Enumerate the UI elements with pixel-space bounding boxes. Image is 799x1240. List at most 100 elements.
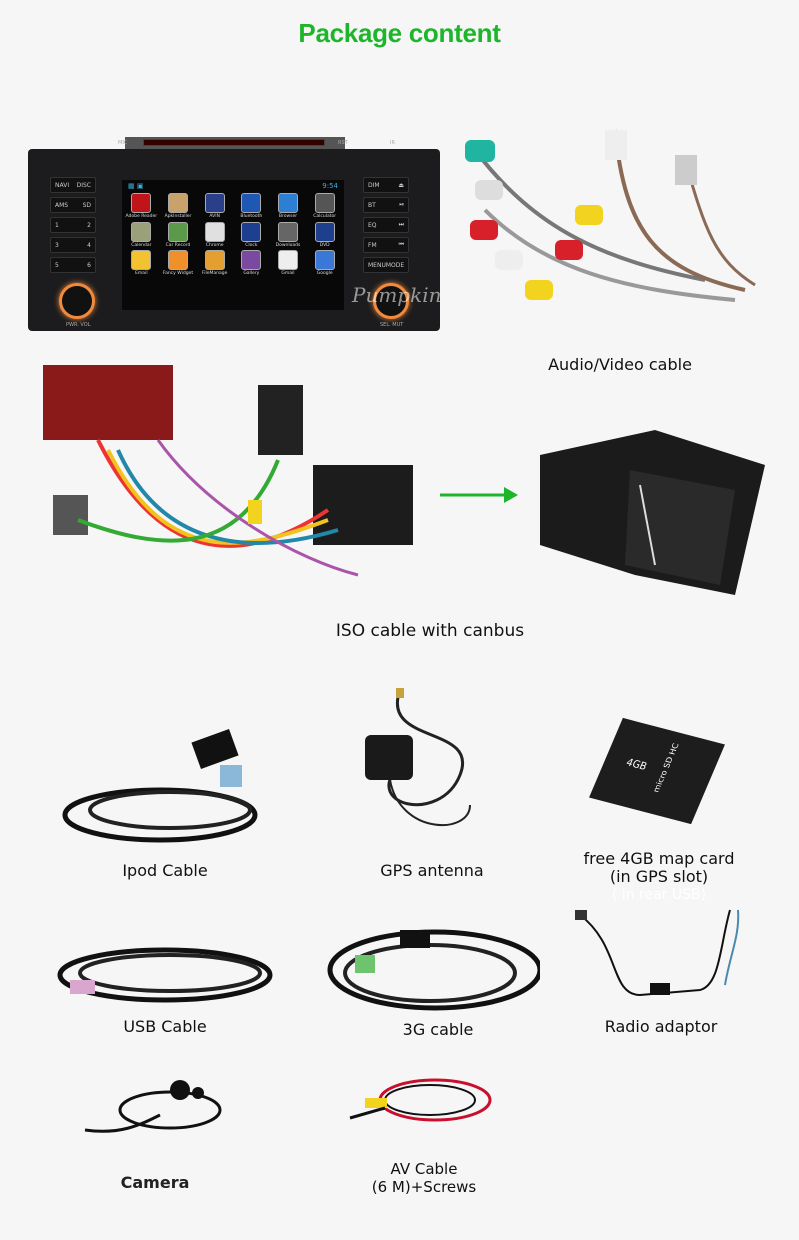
app-calculator[interactable]: Calculator <box>307 193 342 220</box>
button-label: SD <box>82 201 91 209</box>
av-cable-image <box>465 129 756 302</box>
mic-label: MIC <box>118 140 128 146</box>
app-label: Adobe Reader <box>125 214 158 219</box>
calendar-icon <box>131 221 152 242</box>
button-label: EQ <box>368 221 377 229</box>
ipod-cable-label: Ipod Cable <box>122 861 208 880</box>
pwr-label: PWR. VOL <box>66 322 91 328</box>
apps-grid-icon: ▦ ▣ <box>128 182 144 190</box>
app-avin[interactable]: AVIN <box>197 193 232 220</box>
app-calendar[interactable]: Calendar <box>124 221 159 249</box>
email-icon <box>131 250 152 270</box>
right-button-row-0[interactable]: DIM ⏏ <box>363 177 409 193</box>
button-label: 4 <box>87 241 91 249</box>
app-label: Gmail <box>281 271 295 276</box>
app-gallery[interactable]: Gallery <box>234 250 269 277</box>
app-adobe-reader[interactable]: Adobe Reader <box>124 193 159 220</box>
button-label: ⏯ <box>399 201 404 208</box>
chrome-icon <box>204 221 225 242</box>
usb-cable-label: USB Cable <box>123 1017 207 1036</box>
av-cable-6m-line1: AV Cable <box>390 1160 458 1178</box>
bluetooth-icon <box>241 193 262 213</box>
app-label: Browser <box>278 214 298 219</box>
button-label: ⏏ <box>398 181 404 189</box>
3g-cable-label: 3G cable <box>402 1020 474 1039</box>
power-volume-knob[interactable] <box>59 283 95 319</box>
dvd-icon <box>314 221 335 242</box>
radio-adaptor-image <box>575 909 740 997</box>
button-label: MODE <box>385 261 405 269</box>
av-cable-6m-label: AV Cable (6 M)+Screws <box>372 1160 476 1196</box>
app-bluetooth[interactable]: Bluetooth <box>234 193 269 220</box>
button-label: 1 <box>55 221 59 229</box>
downloads-icon <box>277 221 298 242</box>
google-icon <box>314 250 335 270</box>
button-label: ⏭ <box>398 221 404 228</box>
app-label: AVIN <box>209 214 220 219</box>
app-chrome[interactable]: Chrome <box>197 221 232 249</box>
app-google[interactable]: Google <box>307 250 342 277</box>
app-apkinstaller[interactable]: ApkInstaller <box>161 193 196 220</box>
ipod-cable-image <box>62 729 258 843</box>
app-downloads[interactable]: Downloads <box>271 221 306 249</box>
button-label: ⏮ <box>398 241 404 248</box>
button-label: 6 <box>87 261 91 269</box>
disc-slot <box>143 139 325 146</box>
iso-connector-image <box>540 430 765 595</box>
radio-adaptor-label: Radio adaptor <box>604 1017 718 1036</box>
left-button-row-1[interactable]: AMS SD <box>50 197 96 213</box>
adobe-reader-icon <box>131 193 152 213</box>
iso-cable-label: ISO cable with canbus <box>335 621 525 641</box>
button-label: MENU <box>368 261 386 269</box>
button-label: AMS <box>55 201 69 209</box>
select-mute-knob[interactable] <box>373 283 409 319</box>
app-car-record[interactable]: Car Record <box>161 221 196 249</box>
avin-icon <box>204 193 225 213</box>
app-label: Gallery <box>243 271 260 276</box>
button-label: DIM <box>368 181 380 189</box>
map-card-line1: free 4GB map card <box>583 849 735 868</box>
app-label: ApkInstaller <box>164 214 192 219</box>
right-button-row-3[interactable]: FM ⏮ <box>363 237 409 253</box>
app-clock[interactable]: Clock <box>234 221 269 249</box>
button-label: FM <box>368 241 377 249</box>
app-label: Email <box>135 271 148 276</box>
app-fancy-widget[interactable]: Fancy Widget <box>161 250 196 277</box>
app-label: DVD <box>319 242 330 248</box>
iso-cable-image <box>43 365 413 577</box>
av-cable-6m-image <box>349 1078 492 1122</box>
arrow-icon <box>440 487 518 503</box>
app-browser[interactable]: Browser <box>271 193 306 220</box>
app-dvd[interactable]: DVD <box>307 221 342 249</box>
button-label: NAVI <box>55 181 70 189</box>
button-label: BT <box>368 201 376 209</box>
app-label: Car Record <box>165 242 191 248</box>
fancy-widget-icon <box>167 250 188 270</box>
page-title: Package content <box>298 18 501 48</box>
filemanage-icon <box>204 250 225 270</box>
3g-cable-image <box>327 929 540 1011</box>
app-label: Fancy Widget <box>162 271 194 276</box>
app-email[interactable]: Email <box>124 250 159 277</box>
gps-antenna-image <box>365 688 471 826</box>
button-label: 3 <box>55 241 59 249</box>
browser-icon <box>277 193 298 213</box>
ir-label: IR <box>390 140 395 146</box>
right-button-row-2[interactable]: EQ ⏭ <box>363 217 409 233</box>
right-button-row-1[interactable]: BT ⏯ <box>363 197 409 213</box>
usb-cable-image <box>57 947 273 1003</box>
app-filemanage[interactable]: FileManage <box>197 250 232 277</box>
app-gmail[interactable]: Gmail <box>271 250 306 277</box>
app-label: Google <box>316 271 333 276</box>
sel-label: SEL. MUT <box>380 322 404 328</box>
clock-icon <box>241 221 262 242</box>
app-label: Downloads <box>275 242 301 248</box>
map-card-ghost-text: ( in rear USB) <box>611 887 707 903</box>
button-label: 2 <box>87 221 91 229</box>
